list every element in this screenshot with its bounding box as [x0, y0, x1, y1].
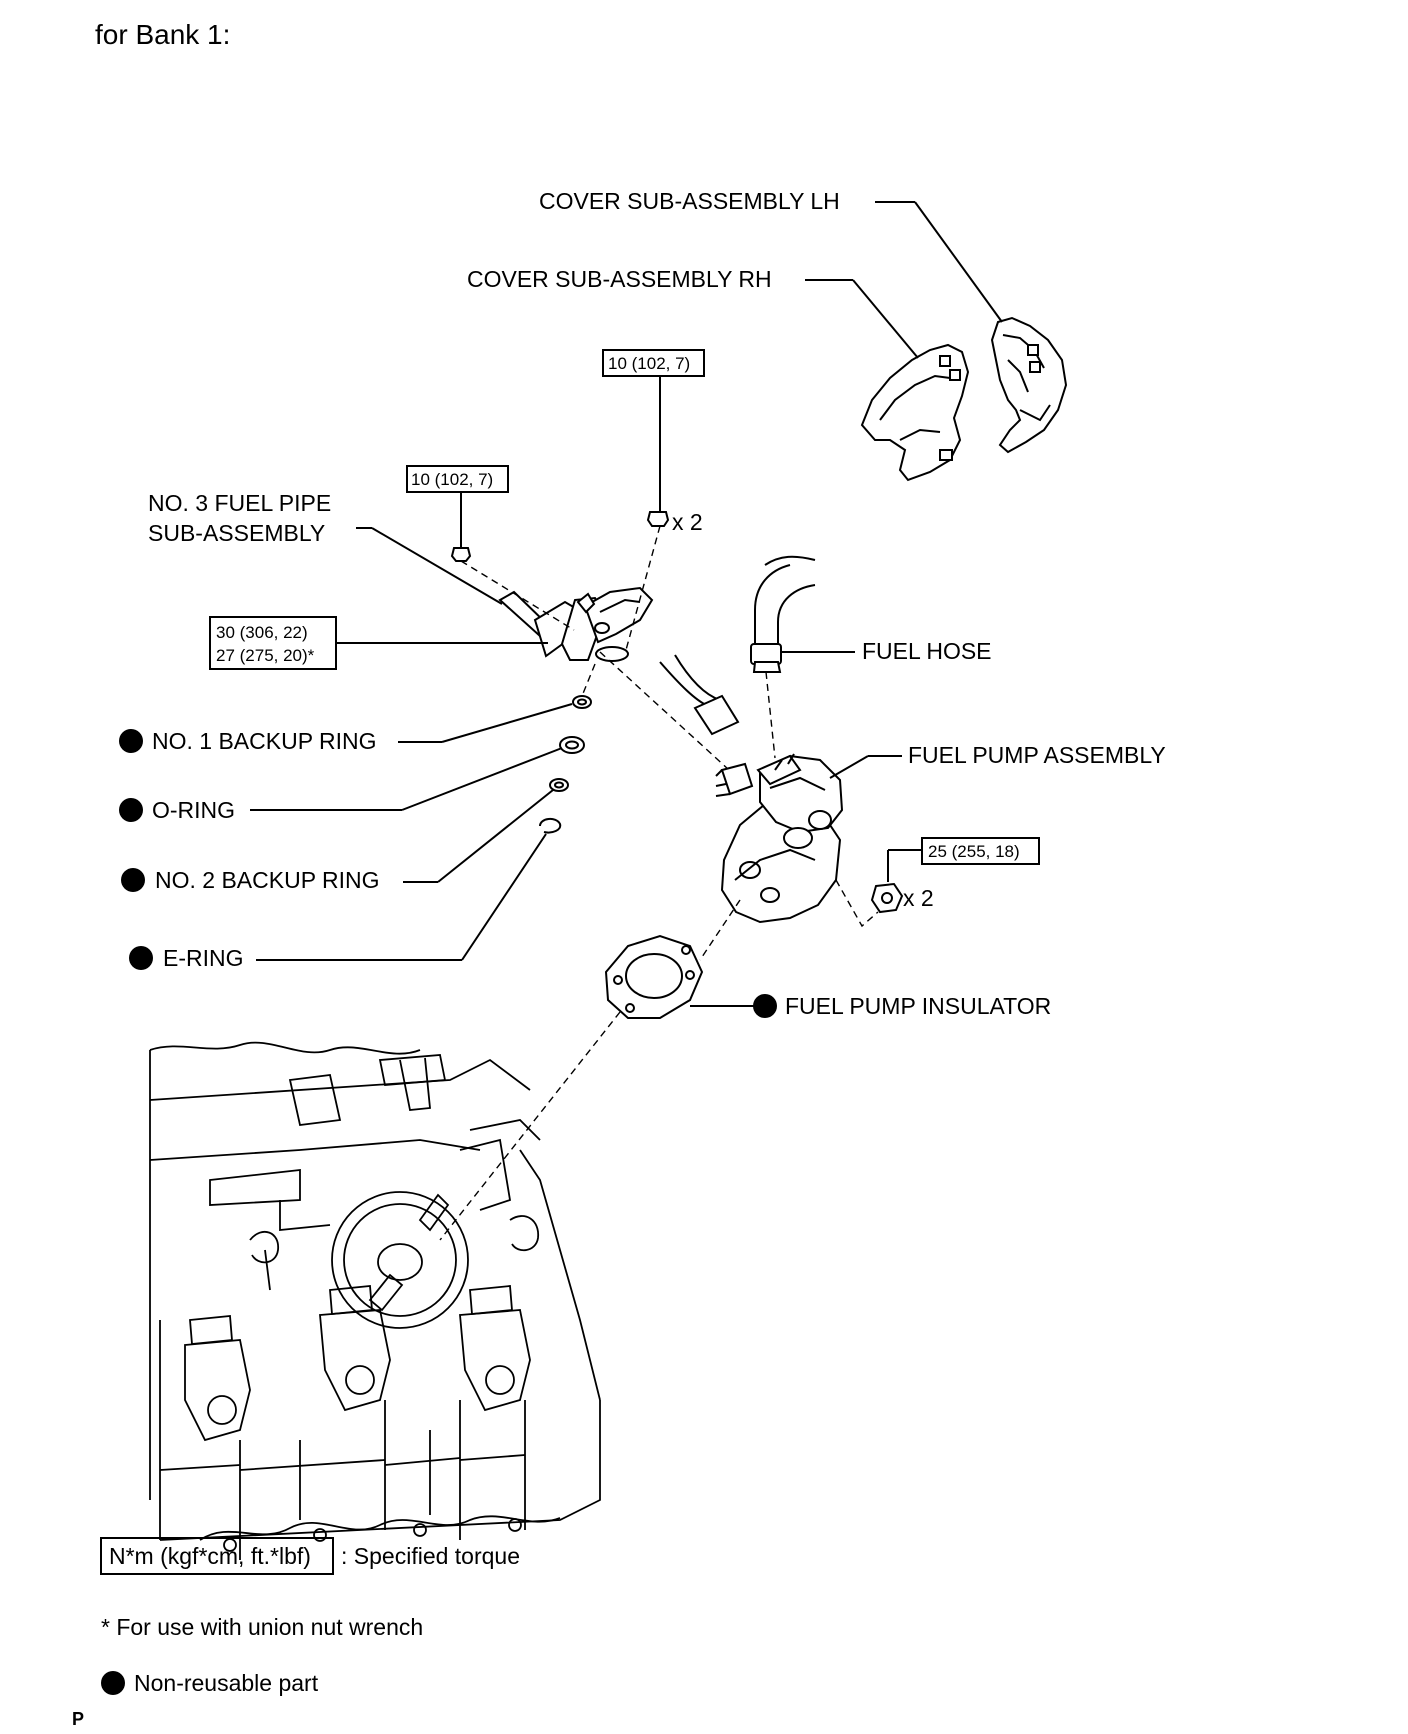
fuel-hose-part: [750, 555, 816, 673]
diagram-title: for Bank 1:: [95, 19, 230, 50]
backup-ring-2-part: [549, 778, 569, 792]
e-ring-part: [539, 818, 562, 834]
bolt-top-icon: [646, 511, 670, 527]
fuel-pump-insulator-part: [604, 934, 704, 1019]
non-reusable-dot-icon: [119, 729, 143, 753]
torque-box-bolt-top: [602, 349, 705, 377]
label-backup-ring-2: NO. 2 BACKUP RING: [155, 867, 380, 893]
label-backup-ring-1: NO. 1 BACKUP RING: [152, 728, 377, 754]
nut-pump-icon: [870, 882, 904, 914]
non-reusable-dot-icon: [119, 798, 143, 822]
non-reusable-dot-icon: [101, 1671, 125, 1695]
torque-union-line2: 27 (275, 20)*: [216, 646, 315, 665]
corner-mark: P: [72, 1709, 84, 1729]
torque-bolt-left: 10 (102, 7): [411, 470, 493, 489]
qty-bolt-top: x 2: [672, 509, 703, 535]
bolt-left-icon: [450, 547, 472, 562]
label-fuel-pump-assembly: FUEL PUMP ASSEMBLY: [908, 742, 1166, 768]
engine-block-drawing: [149, 1041, 601, 1560]
non-reusable-dot-icon: [129, 946, 153, 970]
pump-connector-part: [659, 654, 740, 736]
torque-bolt-top: 10 (102, 7): [608, 354, 690, 373]
cover-lh-part: [990, 316, 1068, 454]
torque-union-line1: 30 (306, 22): [216, 623, 308, 642]
cover-rh-part: [860, 343, 970, 482]
label-cover-rh: COVER SUB-ASSEMBLY RH: [467, 266, 772, 292]
qty-nut-pump: x 2: [903, 885, 934, 911]
legend-union-note: * For use with union nut wrench: [101, 1614, 423, 1640]
label-e-ring: E-RING: [163, 945, 244, 971]
label-o-ring: O-RING: [152, 797, 235, 823]
legend-torque-box: [100, 1537, 334, 1575]
non-reusable-dot-icon: [753, 994, 777, 1018]
legend-torque-unit: N*m (kgf*cm, ft.*lbf): [109, 1543, 311, 1569]
fuel-pump-part: [715, 753, 844, 924]
label-fuel-hose: FUEL HOSE: [862, 638, 992, 664]
fuel-pipe-part: [498, 586, 654, 662]
backup-ring-1-part: [572, 695, 592, 709]
torque-box-bolt-left: [406, 465, 509, 493]
label-fuel-pump-insulator: FUEL PUMP INSULATOR: [785, 993, 1051, 1019]
legend-non-reusable: Non-reusable part: [134, 1670, 319, 1696]
label-fuel-pipe-line2: SUB-ASSEMBLY: [148, 520, 325, 546]
label-fuel-pipe-line1: NO. 3 FUEL PIPE: [148, 490, 331, 516]
non-reusable-dot-icon: [121, 868, 145, 892]
legend-torque-desc: : Specified torque: [341, 1543, 520, 1569]
torque-nut-pump: 25 (255, 18): [928, 842, 1020, 861]
o-ring-part: [559, 736, 585, 754]
label-cover-lh: COVER SUB-ASSEMBLY LH: [539, 188, 840, 214]
